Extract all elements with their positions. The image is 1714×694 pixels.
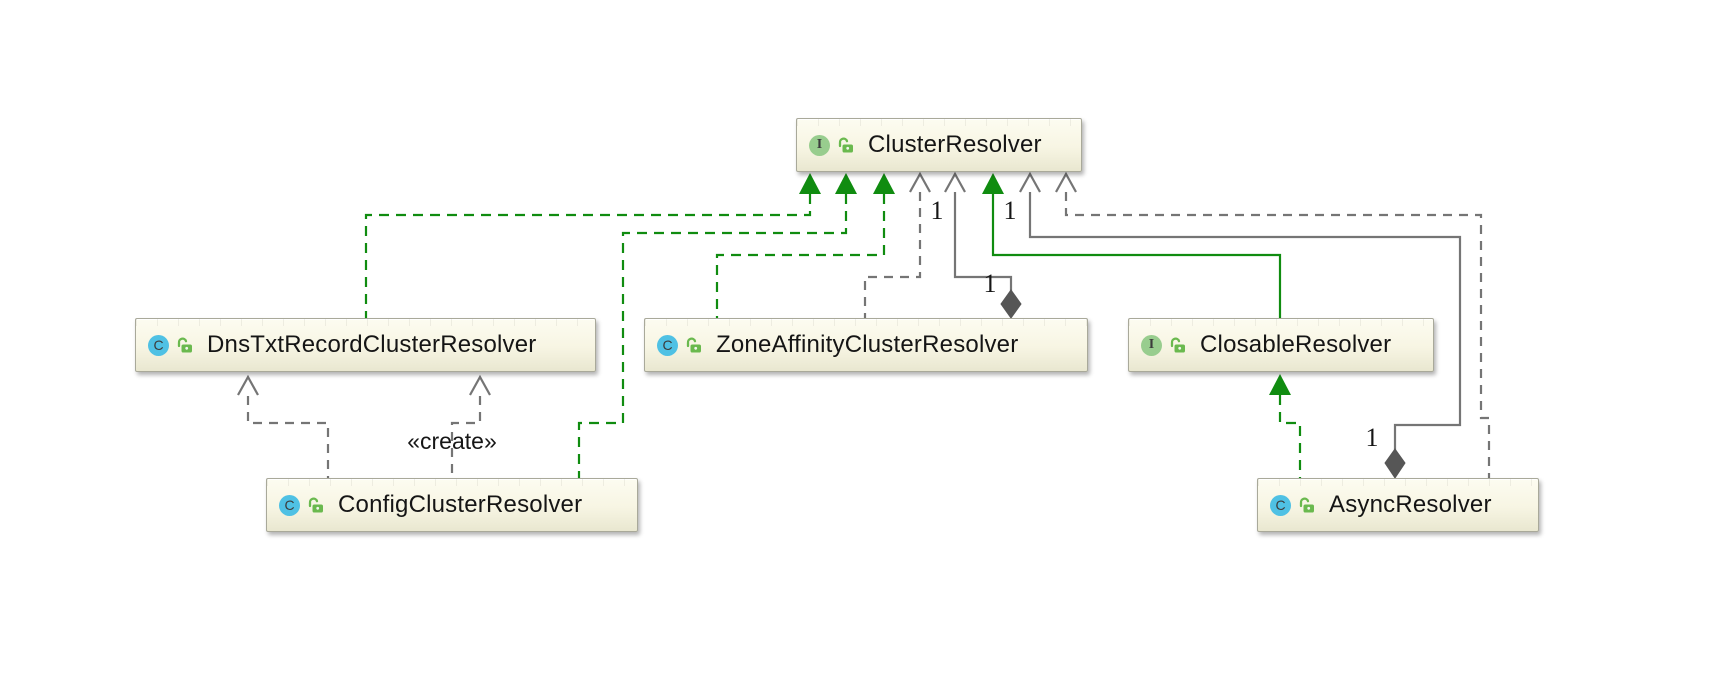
node-label-zone-affinity-cluster-resolver: ZoneAffinityClusterResolver bbox=[716, 331, 1019, 358]
edge-async-implements-closable bbox=[1269, 374, 1302, 478]
open-arrowhead-icon bbox=[1019, 171, 1041, 193]
node-async-resolver[interactable]: C AsyncResolver bbox=[1257, 478, 1539, 532]
multiplicity-label-zone-diamond: 1 bbox=[983, 269, 997, 298]
node-cluster-resolver[interactable]: I ClusterResolver bbox=[796, 118, 1082, 172]
open-lock-icon bbox=[1298, 496, 1316, 514]
class-icon: C bbox=[1270, 494, 1291, 516]
open-lock-icon bbox=[176, 336, 194, 354]
triangle-arrowhead-icon bbox=[1269, 374, 1291, 395]
node-closable-resolver[interactable]: I ClosableResolver bbox=[1128, 318, 1434, 372]
open-lock-icon bbox=[1169, 336, 1187, 354]
multiplicity-label-async-arrow: 1 bbox=[1003, 196, 1017, 225]
triangle-arrowhead-icon bbox=[835, 173, 857, 194]
class-icon-letter: C bbox=[284, 497, 295, 513]
edge-config-depends-dns bbox=[237, 374, 330, 478]
edge-dns-implements-cluster bbox=[364, 173, 821, 318]
class-icon-letter: C bbox=[662, 337, 673, 353]
edge-zone-implements-cluster bbox=[715, 173, 895, 318]
class-icon-letter: C bbox=[153, 337, 164, 353]
node-label-dns-txt-record-cluster-resolver: DnsTxtRecordClusterResolver bbox=[207, 331, 537, 358]
multiplicity-label-async-diamond: 1 bbox=[1365, 423, 1379, 452]
node-config-cluster-resolver[interactable]: C ConfigClusterResolver bbox=[266, 478, 638, 532]
interface-icon: I bbox=[809, 134, 830, 156]
triangle-arrowhead-icon bbox=[873, 173, 895, 194]
open-arrowhead-icon bbox=[237, 374, 259, 396]
open-lock-icon bbox=[837, 136, 855, 154]
edge-config-implements-cluster bbox=[577, 173, 857, 478]
open-lock-icon bbox=[307, 496, 325, 514]
interface-icon-letter: I bbox=[816, 137, 823, 152]
edge-config-creates-dns bbox=[450, 374, 491, 478]
aggregation-diamond-icon bbox=[1000, 289, 1022, 319]
interface-icon-letter: I bbox=[1148, 337, 1155, 352]
node-label-closable-resolver: ClosableResolver bbox=[1200, 331, 1392, 358]
open-arrowhead-icon bbox=[1055, 171, 1077, 193]
class-icon: C bbox=[279, 494, 300, 516]
multiplicity-label-zone-arrow: 1 bbox=[930, 196, 944, 225]
node-label-cluster-resolver: ClusterResolver bbox=[868, 131, 1042, 158]
node-label-async-resolver: AsyncResolver bbox=[1329, 491, 1492, 518]
triangle-arrowhead-icon bbox=[799, 173, 821, 194]
aggregation-diamond-icon bbox=[1384, 448, 1406, 479]
open-lock-icon bbox=[685, 336, 703, 354]
edge-async-depends-cluster bbox=[1055, 171, 1491, 478]
stereotype-create-label: «create» bbox=[407, 428, 497, 454]
edge-zone-depends-cluster bbox=[863, 171, 931, 318]
node-label-config-cluster-resolver: ConfigClusterResolver bbox=[338, 491, 583, 518]
class-icon: C bbox=[657, 334, 678, 356]
interface-icon: I bbox=[1141, 334, 1162, 356]
open-arrowhead-icon bbox=[469, 374, 491, 396]
node-dns-txt-record-cluster-resolver[interactable]: C DnsTxtRecordClusterResolver bbox=[135, 318, 596, 372]
open-arrowhead-icon bbox=[909, 171, 931, 193]
triangle-arrowhead-icon bbox=[982, 173, 1004, 194]
node-zone-affinity-cluster-resolver[interactable]: C ZoneAffinityClusterResolver bbox=[644, 318, 1088, 372]
class-icon: C bbox=[148, 334, 169, 356]
edge-zone-aggregates-cluster bbox=[944, 171, 1022, 319]
open-arrowhead-icon bbox=[944, 171, 966, 193]
class-icon-letter: C bbox=[1275, 497, 1286, 513]
edge-closable-extends-cluster bbox=[982, 173, 1282, 318]
